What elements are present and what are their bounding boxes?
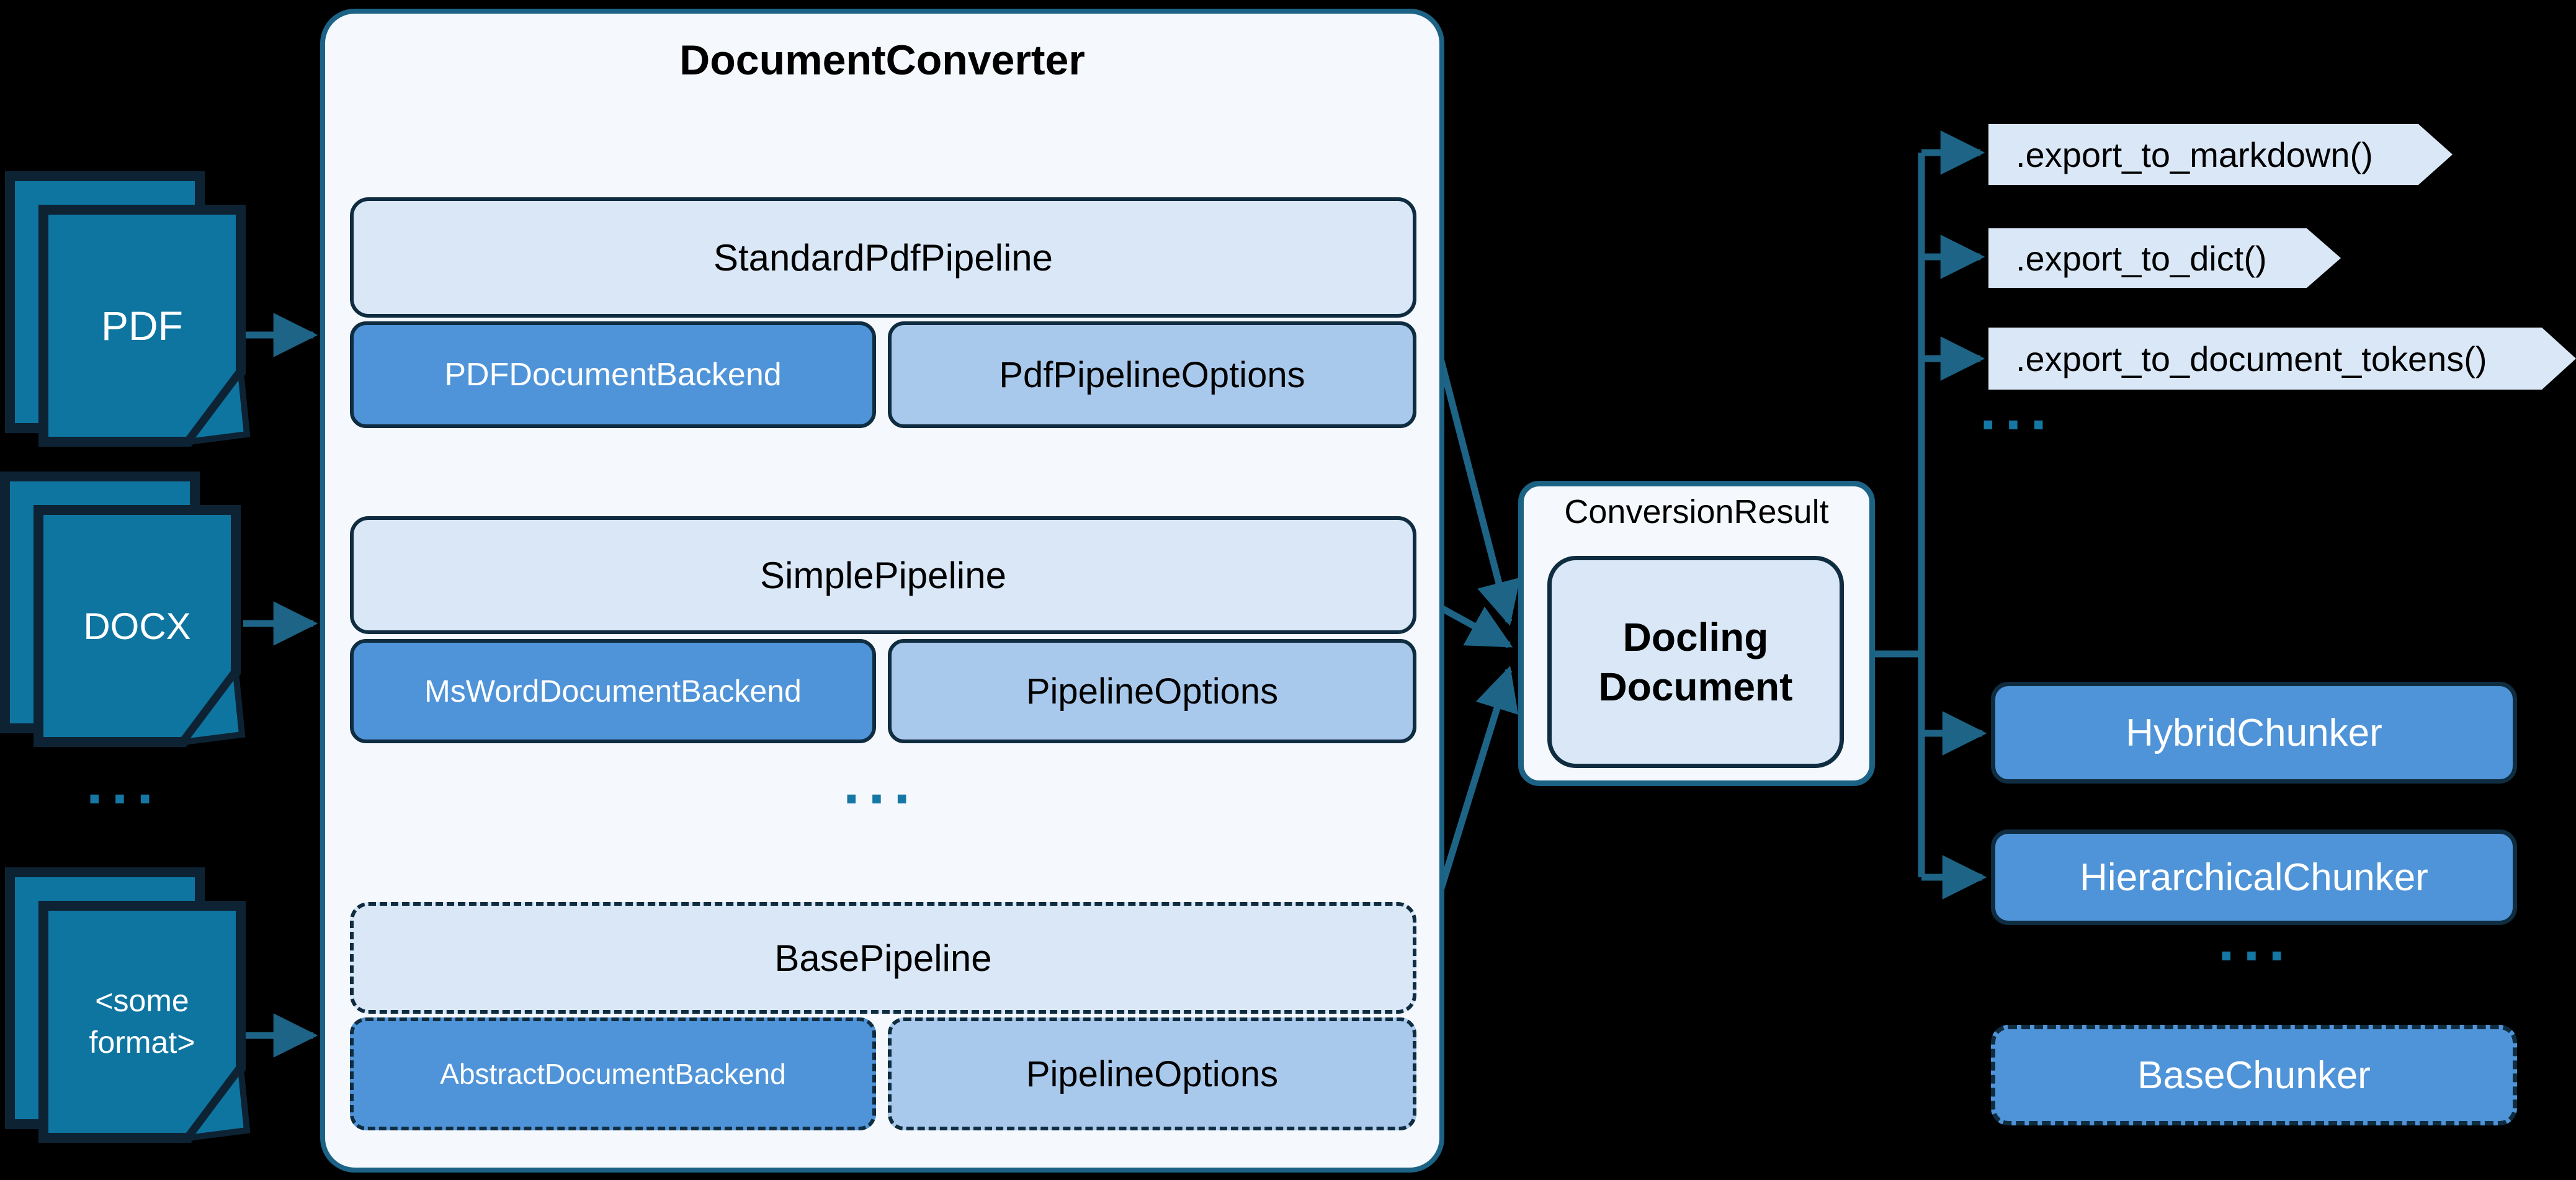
pipeline-label: SimplePipeline [760, 554, 1006, 596]
stacked-pages-icon [0, 472, 246, 747]
pipeline-label: StandardPdfPipeline [713, 236, 1053, 279]
someformat-label: <some format> [89, 983, 195, 1060]
pdf-pipeline-options-box: PdfPipelineOptions [888, 321, 1416, 428]
export-to-dict-pennant: .export_to_dict() [1988, 228, 2341, 288]
export-method-label: .export_to_dict() [2016, 238, 2267, 278]
options-label: PipelineOptions [1026, 671, 1279, 712]
msword-document-backend-box: MsWordDocumentBackend [350, 639, 876, 743]
someformat-documents-icon: <some format> [5, 867, 251, 1145]
options-label: PdfPipelineOptions [999, 354, 1305, 395]
export-to-markdown-pennant: .export_to_markdown() [1988, 124, 2453, 185]
pipeline-label: BasePipeline [774, 937, 992, 979]
chunker-label: HierarchicalChunker [2080, 856, 2428, 899]
backend-label: MsWordDocumentBackend [424, 674, 802, 708]
pipeline-options-box: PipelineOptions [888, 1017, 1416, 1130]
converter-ellipsis: ... [843, 750, 919, 816]
conversion-result-label: ConversionResult [1564, 493, 1829, 530]
hybrid-chunker-box: HybridChunker [1991, 682, 2517, 784]
pipeline-options-box: PipelineOptions [888, 639, 1416, 743]
simple-pipeline-box: SimplePipeline [350, 516, 1416, 634]
backend-label: PDFDocumentBackend [444, 357, 782, 393]
chunkers-ellipsis: ... [2217, 907, 2294, 973]
converter-title: DocumentConverter [679, 37, 1085, 84]
docx-documents-icon: DOCX [0, 472, 246, 749]
pdf-label: PDF [101, 303, 183, 349]
stacked-pages-icon [5, 867, 251, 1143]
options-label: PipelineOptions [1026, 1053, 1279, 1094]
pdf-documents-icon: PDF [5, 171, 251, 449]
inputs-ellipsis: ... [86, 750, 162, 816]
docx-label: DOCX [83, 605, 191, 647]
backend-label: AbstractDocumentBackend [440, 1058, 786, 1090]
standard-pdf-pipeline-box: StandardPdfPipeline [350, 197, 1416, 318]
chunker-label: BaseChunker [2137, 1053, 2371, 1097]
base-pipeline-box: BasePipeline [350, 902, 1416, 1014]
hierarchical-chunker-box: HierarchicalChunker [1991, 829, 2517, 925]
stacked-pages-icon [5, 171, 251, 447]
export-method-label: .export_to_markdown() [2016, 135, 2373, 174]
base-chunker-box: BaseChunker [1991, 1025, 2517, 1125]
exports-ellipsis: ... [1979, 376, 2055, 442]
docling-document-box: Docling Document [1547, 556, 1844, 768]
export-method-label: .export_to_document_tokens() [2016, 339, 2487, 378]
pdf-document-backend-box: PDFDocumentBackend [350, 321, 876, 428]
export-to-document-tokens-pennant: .export_to_document_tokens() [1988, 328, 2576, 390]
chunker-label: HybridChunker [2126, 711, 2382, 754]
abstract-document-backend-box: AbstractDocumentBackend [350, 1017, 876, 1130]
